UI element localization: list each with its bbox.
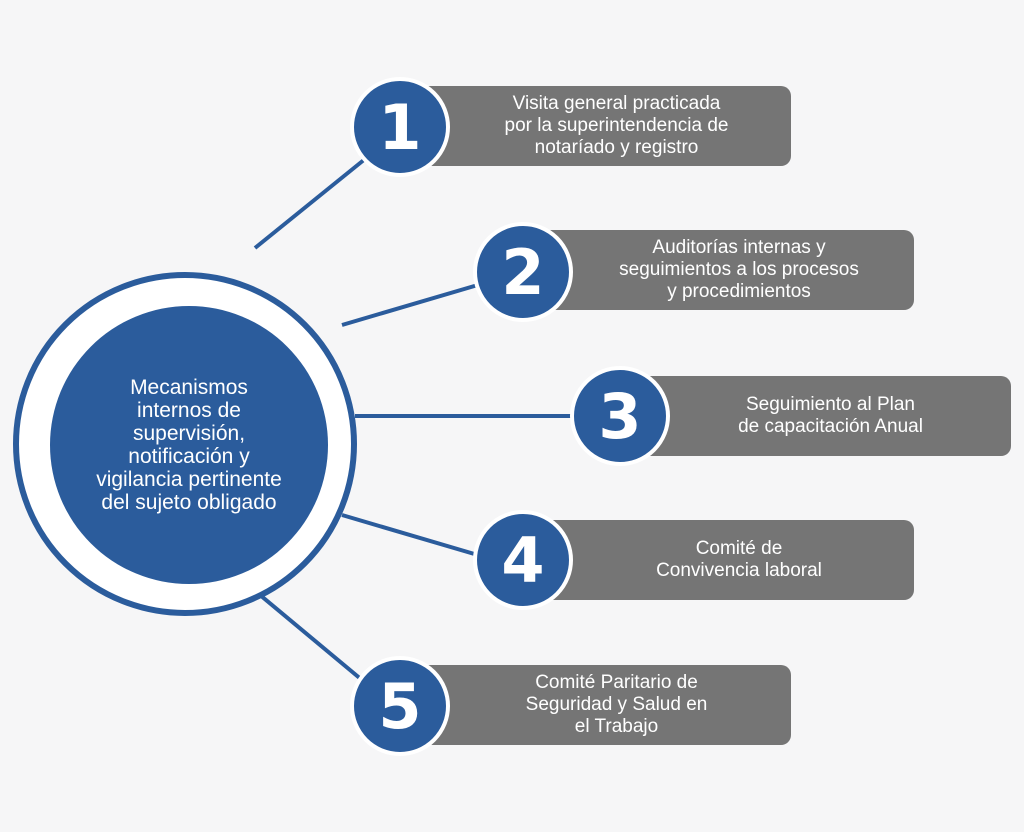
item-4-number: 4 [473,510,573,610]
item-5-box: Comité Paritario de Seguridad y Salud en… [400,665,791,745]
center-line: supervisión, [132,422,246,445]
item-1-line: Visita general practicada [512,93,721,114]
item-1-line: notaríado y registro [534,137,699,158]
item-5-line: el Trabajo [574,716,659,737]
item-4-label: Comité de Convivencia laboral [656,538,822,582]
item-4-line: Convivencia laboral [656,560,822,581]
item-2-number: 2 [473,222,573,322]
item-5-line: Comité Paritario de [535,672,698,693]
item-2-line: Auditorías internas y [652,237,826,258]
center-line: Mecanismos [130,376,248,399]
connector-5 [246,583,370,687]
connector-4 [341,513,489,560]
item-1-label: Visita general practicada por la superin… [505,93,729,159]
item-2-line: seguimientos a los procesos [619,259,859,280]
item-4-line: Comité de [695,538,783,559]
item-5-label: Comité Paritario de Seguridad y Salud en… [526,672,708,738]
center-line: notificación y [128,445,250,468]
item-2-line: y procedimientos [667,281,811,302]
center-line: del sujeto obligado [101,491,277,514]
item-1-box: Visita general practicada por la superin… [400,86,791,166]
item-3-label: Seguimiento al Plan de capacitación Anua… [738,394,923,438]
center-line: internos de [137,399,241,422]
center-line: vigilancia pertinente [96,468,282,491]
item-4-box: Comité de Convivencia laboral [522,520,914,600]
item-3-line: de capacitación Anual [738,416,923,437]
center-node: Mecanismos internos de supervisión, noti… [50,306,328,584]
item-3-number: 3 [570,366,670,466]
item-5-line: Seguridad y Salud en [525,694,708,715]
item-5-number: 5 [350,656,450,756]
item-3-box: Seguimiento al Plan de capacitación Anua… [618,376,1011,456]
item-3-line: Seguimiento al Plan [746,394,915,415]
item-2-box: Auditorías internas y seguimientos a los… [522,230,914,310]
item-1-line: por la superintendencia de [504,115,729,136]
connector-2 [341,280,489,327]
item-2-label: Auditorías internas y seguimientos a los… [619,237,859,303]
connector-1 [253,153,372,250]
center-label: Mecanismos internos de supervisión, noti… [64,376,314,514]
item-1-number: 1 [350,77,450,177]
